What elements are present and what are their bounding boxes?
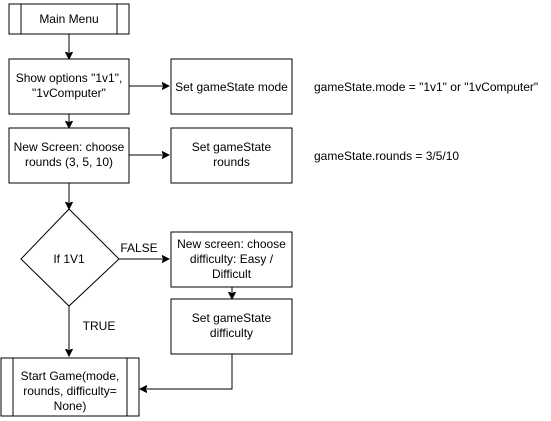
set-rounds-node: Set gameState rounds	[170, 127, 293, 184]
show-options-label-line-1: Show options "1v1",	[16, 71, 123, 85]
choose-rounds-label-line-1: New Screen: choose	[14, 140, 125, 154]
if-1v1-label: If 1V1	[53, 252, 85, 266]
set-mode-node: Set gameState mode	[170, 58, 293, 115]
rounds-annotation: gameState.rounds = 3/5/10	[314, 149, 459, 163]
choose-difficulty-label-line-3: Difficult	[212, 267, 252, 281]
set-difficulty-node: Set gameState difficulty	[170, 298, 293, 355]
start-game-label-line-2: rounds, difficulty=	[23, 384, 117, 398]
choose-difficulty-node: New screen: choose difficulty: Easy / Di…	[170, 231, 293, 288]
set-difficulty-label-line-2: difficulty	[210, 326, 253, 340]
start-game-label-line-1: Start Game(mode,	[21, 369, 120, 383]
set-rounds-label-line-2: rounds	[213, 155, 250, 169]
mode-annotation: gameState.mode = "1v1" or "1vComputer"	[314, 80, 538, 94]
set-rounds-label-line-1: Set gameState	[192, 140, 272, 154]
false-edge-label: FALSE	[120, 241, 157, 255]
choose-difficulty-label-line-2: difficulty: Easy /	[190, 252, 274, 266]
edges	[69, 34, 232, 389]
choose-rounds-label-line-2: rounds (3, 5, 10)	[25, 155, 113, 169]
if-1v1-decision-node: If 1V1	[20, 208, 120, 307]
start-game-node: Start Game(mode, rounds, difficulty= Non…	[0, 357, 140, 417]
set-difficulty-label-line-1: Set gameState	[192, 311, 272, 325]
choose-rounds-node: New Screen: choose rounds (3, 5, 10)	[8, 127, 130, 184]
set-mode-label: Set gameState mode	[175, 80, 288, 94]
show-options-label-line-2: "1vComputer"	[32, 86, 106, 100]
choose-difficulty-label-line-1: New screen: choose	[177, 237, 286, 251]
show-options-node: Show options "1v1", "1vComputer"	[8, 58, 130, 115]
edge-set-difficulty-to-start-game	[140, 354, 233, 389]
start-game-label-line-3: None)	[54, 399, 87, 413]
true-edge-label: TRUE	[83, 319, 116, 333]
main-menu-label: Main Menu	[39, 12, 98, 26]
main-menu-node: Main Menu	[8, 3, 130, 35]
